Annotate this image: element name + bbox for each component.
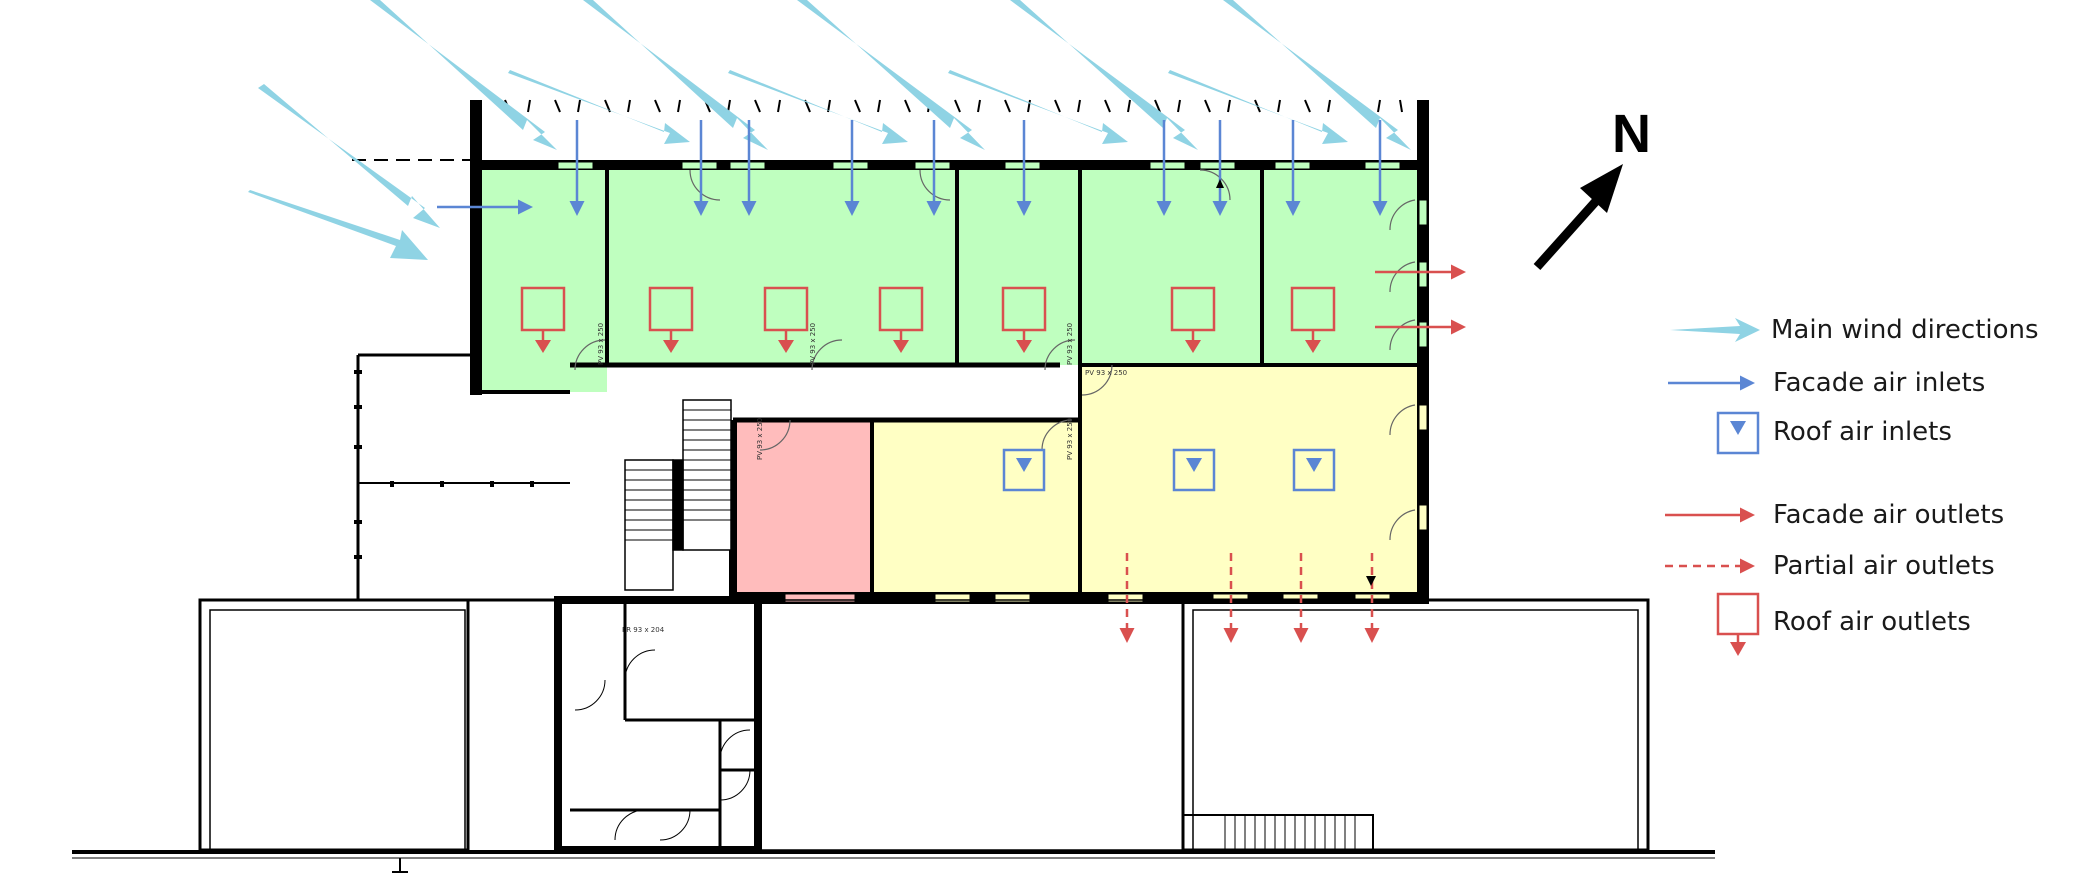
legend: Main wind directions Facade air inlets R… <box>1665 315 2039 656</box>
zone-north-room-4 <box>1080 170 1262 365</box>
roof-inlet <box>1172 448 1216 492</box>
zone-red-room <box>736 422 872 592</box>
legend-item-facade-inlet: Facade air inlets <box>1668 368 1985 398</box>
wind-arrow <box>370 0 557 150</box>
roof-inlet <box>1292 448 1336 492</box>
zone-north-west-room <box>480 170 607 392</box>
door-tag: PV 93 x 250 <box>756 418 764 460</box>
door-swings <box>574 169 1416 541</box>
wind-arrow <box>248 190 428 260</box>
wind-arrow <box>728 70 908 144</box>
wind-arrow <box>1223 0 1411 150</box>
facade-outlets <box>1375 264 1466 335</box>
roof-inlets <box>1002 448 1336 492</box>
legend-label: Main wind directions <box>1771 315 2039 345</box>
roof-outlets <box>520 286 1336 353</box>
direction-markers <box>1216 179 1376 586</box>
roof-outlet <box>763 286 809 353</box>
east-windows <box>1418 199 1428 531</box>
lower-outlines <box>72 596 1715 873</box>
zones <box>480 170 1417 592</box>
legend-label: Facade air outlets <box>1773 500 2004 530</box>
facade-inlets <box>437 120 1388 216</box>
door-tag: PV 93 x 250 <box>809 323 817 365</box>
west-wall <box>470 100 482 395</box>
legend-item-wind: Main wind directions <box>1670 315 2039 345</box>
roof-outlet <box>1170 286 1216 353</box>
zone-north-room-3 <box>957 170 1080 365</box>
roof-outlet <box>1290 286 1336 353</box>
door-tag: PR 93 x 204 <box>622 626 665 634</box>
wind-arrow <box>508 70 690 144</box>
legend-label: Roof air outlets <box>1773 607 1971 637</box>
wind-arrows <box>248 0 1411 260</box>
door-tag: PV 93 x 250 <box>1066 418 1074 460</box>
partial-outlets <box>1119 553 1380 643</box>
wind-arrow <box>948 70 1128 144</box>
legend-label: Partial air outlets <box>1773 551 1995 581</box>
door-tag: PV 93 x 250 <box>1085 369 1127 377</box>
north-facade-ticks <box>504 99 1403 113</box>
north-label: N <box>1612 104 1651 164</box>
wind-arrow <box>1168 70 1348 144</box>
legend-label: Roof air inlets <box>1773 417 1952 447</box>
roof-outlet <box>648 286 694 353</box>
north-arrow-icon <box>1533 196 1601 271</box>
red-square-icon <box>1716 592 1760 636</box>
legend-label: Facade air inlets <box>1773 368 1985 398</box>
north-compass: N <box>1533 104 1651 271</box>
zone-yellow-room-1 <box>872 422 1080 592</box>
north-arrow-head-icon <box>1580 164 1623 213</box>
roof-inlet <box>1002 448 1046 492</box>
wind-arrow <box>797 0 985 150</box>
door-tag: PV 93 x 250 <box>597 323 605 365</box>
roof-outlet <box>878 286 924 353</box>
wind-arrow <box>1010 0 1198 150</box>
zone-yellow-room-2 <box>1080 365 1417 592</box>
legend-item-roof-outlet: Roof air outlets <box>1716 592 1971 656</box>
wind-arrow-icon <box>1670 318 1760 342</box>
legend-item-partial-outlet: Partial air outlets <box>1665 551 1995 581</box>
blue-square-icon <box>1716 411 1760 455</box>
door-tags: PV 93 x 250 PV 93 x 250 PV 93 x 250 PV 9… <box>597 323 1127 634</box>
roof-outlet <box>1001 286 1047 353</box>
zone-north-room-2 <box>607 170 957 365</box>
stairs <box>624 399 732 591</box>
wind-arrow <box>258 84 440 228</box>
roof-outlet <box>520 286 566 353</box>
legend-item-facade-outlet: Facade air outlets <box>1665 500 2004 530</box>
door-tag: PV 93 x 250 <box>1066 323 1074 365</box>
wind-arrow <box>583 0 768 150</box>
legend-item-roof-inlet: Roof air inlets <box>1716 411 1952 455</box>
